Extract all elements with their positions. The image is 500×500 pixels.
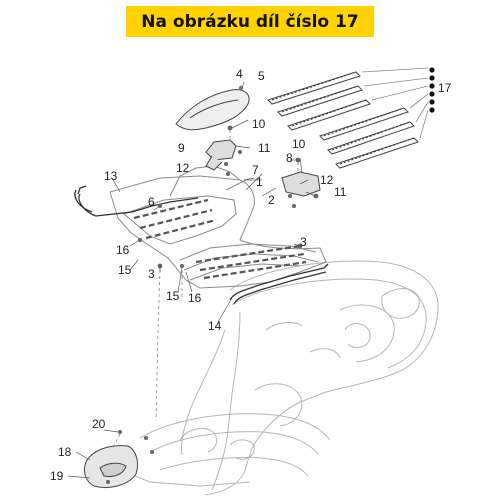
callout-3a: 3 <box>300 235 307 249</box>
callout-9: 9 <box>178 141 185 155</box>
part-9-bracket <box>205 139 237 171</box>
title-text: Na obrázku díl číslo 17 <box>141 11 359 32</box>
callout-12a: 12 <box>176 161 190 175</box>
callout-7: 7 <box>252 163 259 177</box>
callout-leaders <box>67 81 317 479</box>
part-17-studs <box>271 71 415 165</box>
callout-5: 4 <box>236 67 243 81</box>
part-17-leader-lines <box>361 67 429 139</box>
callout-1: 1 <box>256 175 263 189</box>
part-17-markers <box>429 67 435 113</box>
callout-8: 8 <box>286 151 293 165</box>
callout-12b: 12 <box>320 173 334 187</box>
part-14-side-trim <box>229 263 329 305</box>
scooter-body <box>119 260 439 496</box>
callout-19: 19 <box>50 469 64 483</box>
callout-18: 18 <box>58 445 72 459</box>
callout-10b: 10 <box>292 137 306 151</box>
assembly-lines <box>111 130 299 451</box>
callout-15a: 15 <box>118 263 132 277</box>
callout-2: 2 <box>268 193 275 207</box>
callout-10a: 10 <box>252 117 266 131</box>
callout-15b: 15 <box>166 289 180 303</box>
callout-16a: 16 <box>116 243 130 257</box>
callout-20: 20 <box>92 417 106 431</box>
callout-labels: 4 5 17 10 9 11 10 8 12 7 13 1 12 11 6 2 … <box>50 67 452 483</box>
callout-17: 17 <box>438 81 452 95</box>
callout-6: 5 <box>258 69 265 83</box>
title-banner: Na obrázku díl číslo 17 <box>126 6 374 37</box>
callout-11b: 11 <box>334 185 347 199</box>
part-17-strip-set <box>267 71 419 169</box>
part-8-cover <box>281 171 321 197</box>
callout-13: 13 <box>104 169 118 183</box>
callout-4: 6 <box>148 195 155 209</box>
part-13-side-trim <box>74 185 199 217</box>
part-18-lower-panel <box>83 445 139 488</box>
floor-rubber-strips <box>133 198 307 280</box>
callout-3b: 3 <box>148 267 155 281</box>
callout-11a: 11 <box>258 141 271 155</box>
callout-16b: 16 <box>188 291 202 305</box>
callout-14: 14 <box>208 319 222 333</box>
part-5-panel <box>175 89 250 131</box>
